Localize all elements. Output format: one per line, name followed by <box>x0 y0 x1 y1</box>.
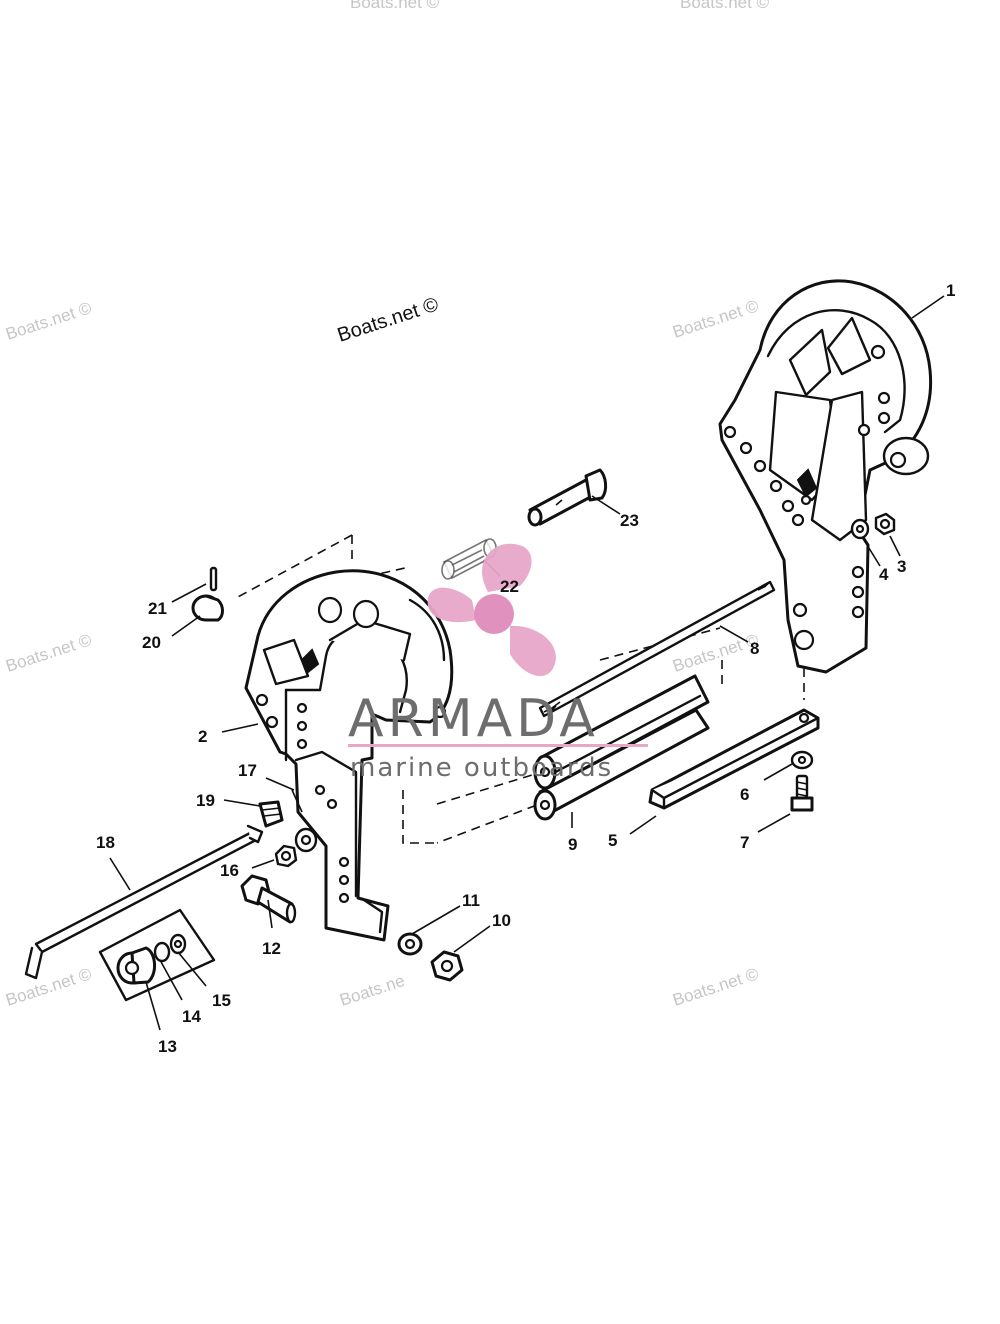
watermark-left-3: Boats.net © <box>3 964 94 1010</box>
callout-11: 11 <box>462 891 480 910</box>
callout-18: 18 <box>96 833 115 852</box>
watermark-main: Boats.net © <box>335 293 442 346</box>
nut-part-10 <box>430 950 464 982</box>
cap-part-20 <box>191 594 224 622</box>
kit-box-parts-13-15 <box>98 908 216 1002</box>
nut-part-3 <box>874 512 896 536</box>
callout-labels: 1 2 3 4 5 6 7 8 9 10 11 12 13 14 15 16 1… <box>96 281 955 1056</box>
callout-3: 3 <box>897 557 906 576</box>
callout-21: 21 <box>148 599 167 618</box>
watermark-right-1: Boats.net © <box>670 296 761 342</box>
callout-15: 15 <box>212 991 231 1010</box>
callout-13: 13 <box>158 1037 177 1056</box>
watermark-right-3: Boats.net © <box>670 964 761 1010</box>
callout-9: 9 <box>568 835 577 854</box>
watermark-center-3: Boats.ne <box>337 971 407 1010</box>
callout-20: 20 <box>142 633 161 652</box>
watermark-left-1: Boats.net © <box>3 298 94 344</box>
washer-part-4 <box>850 518 870 540</box>
callout-7: 7 <box>740 833 749 852</box>
spring-part-17 <box>291 789 303 813</box>
background-watermarks: Boats.net © Boats.net © Boats.net © Boat… <box>3 0 769 1010</box>
plug-part-19 <box>258 800 284 828</box>
bar-part-5 <box>648 708 820 810</box>
clamp-bracket-right <box>718 279 933 674</box>
tube-part-9 <box>533 674 710 821</box>
washer-part-11 <box>397 932 423 956</box>
watermark-left-2: Boats.net © <box>3 630 94 676</box>
callout-5: 5 <box>608 831 617 850</box>
brand-tagline: marine outboards <box>350 753 613 783</box>
leader-lines <box>109 295 945 1031</box>
screw-part-7 <box>790 774 814 812</box>
rod-part-18 <box>24 824 264 980</box>
callout-17: 17 <box>238 761 257 780</box>
callout-10: 10 <box>492 911 511 930</box>
callout-14: 14 <box>182 1007 201 1026</box>
clamp-bracket-left <box>244 569 454 942</box>
callout-12: 12 <box>262 939 281 958</box>
watermark-top-2: Boats.net © <box>680 0 770 12</box>
threaded-rod-part-8 <box>538 580 776 718</box>
callout-16: 16 <box>220 861 239 880</box>
brand-name: ARMADA <box>348 689 599 749</box>
callout-4: 4 <box>879 565 889 584</box>
brand-rule <box>348 744 648 747</box>
propeller-icon <box>427 543 556 677</box>
watermark-top-1: Boats.net © <box>350 0 440 12</box>
bolt-part-12 <box>240 874 297 924</box>
callout-1: 1 <box>946 281 955 300</box>
pin-part-23 <box>527 468 608 527</box>
callout-6: 6 <box>740 785 749 804</box>
nut-part-16 <box>274 827 318 868</box>
callout-2: 2 <box>198 727 207 746</box>
cotter-pin-part-21 <box>209 566 218 592</box>
callout-19: 19 <box>196 791 215 810</box>
callout-22: 22 <box>500 577 519 596</box>
armada-logo: ARMADA marine outboards <box>348 543 648 783</box>
callout-23: 23 <box>620 511 639 530</box>
callout-8: 8 <box>750 639 759 658</box>
washer-part-6 <box>790 750 814 770</box>
